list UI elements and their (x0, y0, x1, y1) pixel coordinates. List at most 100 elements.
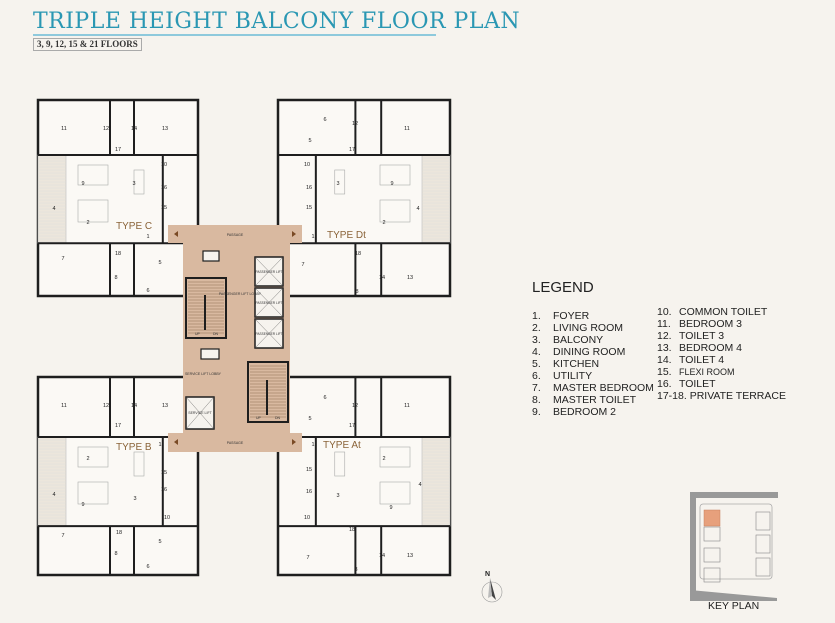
room-number: 15 (161, 205, 167, 211)
legend-label: UTILITY (553, 370, 593, 382)
room-number: 10 (304, 515, 310, 521)
north-label: N (485, 571, 490, 578)
legend-number: 14. (657, 354, 672, 366)
room-number: 15 (306, 467, 312, 473)
sofa-furniture (379, 481, 411, 505)
service-lift-label: SERVICE LIFT (188, 411, 212, 415)
room-number: 12 (352, 121, 358, 127)
key-plan-label: KEY PLAN (708, 600, 760, 612)
keyplan-road-south (690, 590, 777, 601)
room-number: 15 (161, 470, 167, 476)
legend-item: 15. FLEXI ROOM (657, 366, 782, 378)
room-number: 3 (336, 181, 339, 187)
north-arrow-shadow (488, 578, 492, 598)
room-number: 16 (161, 185, 167, 191)
room-number: 9 (389, 505, 392, 511)
room-number: 2 (382, 220, 385, 226)
room-number: 17 (349, 147, 355, 153)
legend-item: 13.BEDROOM 4 (657, 342, 782, 354)
balcony-strip (421, 436, 451, 527)
bed-furniture (77, 446, 109, 468)
room-number: 4 (52, 492, 55, 498)
bed-furniture (379, 446, 411, 468)
room-number: 6 (323, 395, 326, 401)
unit-type-label: TYPE At (323, 440, 361, 451)
legend-title: LEGEND (532, 279, 594, 296)
room-number: 9 (81, 181, 84, 187)
room-number: 1 (311, 442, 314, 448)
room-number: 16 (161, 487, 167, 493)
legend-number: 1. (532, 310, 541, 322)
legend-label: MASTER TOILET (553, 394, 637, 406)
legend-item: 5.KITCHEN (532, 358, 657, 370)
room-number: 12 (352, 403, 358, 409)
legend-number: 7. (532, 382, 541, 394)
legend-item: 4. DINING ROOM (532, 346, 657, 358)
room-number: 14 (131, 126, 137, 132)
room-number: 15 (306, 205, 312, 211)
stair-up-label: UP (195, 332, 201, 336)
balcony-strip (421, 154, 451, 244)
unit-type-label: TYPE Dt (327, 230, 366, 241)
room-number: 8 (114, 275, 117, 281)
room-number: 18 (116, 530, 122, 536)
legend-number: 9. (532, 406, 541, 418)
sofa-furniture (379, 199, 411, 223)
dining-table (133, 451, 145, 477)
legend-item: 1.FOYER (532, 310, 657, 322)
room-number: 7 (306, 555, 309, 561)
passage-label: PASSAGE (227, 233, 244, 237)
passage-top (168, 225, 302, 243)
room-number: 7 (301, 262, 304, 268)
room-number: 6 (323, 117, 326, 123)
legend-label: BALCONY (553, 334, 604, 346)
legend-label: FLEXI ROOM (679, 367, 735, 377)
north-arrow: N (481, 571, 503, 603)
room-number: 5 (158, 260, 161, 266)
title-underline (33, 34, 436, 36)
keyplan-tower (755, 534, 771, 554)
room-number: 7 (61, 533, 64, 539)
legend-number: 2. (532, 322, 541, 334)
arrow-left-icon (174, 231, 178, 237)
legend-number: 3. (532, 334, 541, 346)
passenger-lift-label: PASSENGER LIFT (255, 301, 282, 305)
room-number: 10 (304, 162, 310, 168)
room-number: 18 (115, 251, 121, 257)
room-number: 5 (308, 416, 311, 422)
room-number: 17 (115, 423, 121, 429)
legend-number: 4. (532, 346, 541, 358)
sofa-furniture (77, 481, 109, 505)
room-number: 12 (103, 126, 109, 132)
room-number: 8 (354, 567, 357, 573)
building-core: PASSAGE PASSAGE UP DN UP DN PASSENGER LI… (168, 225, 302, 452)
room-number: 14 (379, 553, 385, 559)
floors-badge: 3, 9, 12, 15 & 21 FLOORS (33, 38, 142, 51)
room-number: 2 (382, 456, 385, 462)
legend-number: 15. (657, 366, 672, 378)
legend-number: 5. (532, 358, 541, 370)
legend-label: BEDROOM 3 (679, 318, 743, 330)
legend-label: DINING ROOM (553, 346, 626, 358)
room-number: 16 (306, 489, 312, 495)
legend-item: 8.MASTER TOILET (532, 394, 657, 406)
room-number: 17 (349, 423, 355, 429)
room-number: 5 (158, 539, 161, 545)
room-number: 1 (158, 442, 161, 448)
shaft (200, 348, 220, 360)
keyplan-road-north (690, 492, 778, 498)
room-number: 18 (349, 527, 355, 533)
dining-table (133, 169, 145, 195)
dining-table (334, 451, 346, 477)
room-number: 1 (311, 234, 314, 240)
legend-label: LIVING ROOM (553, 322, 624, 334)
room-number: 10 (164, 515, 170, 521)
keyplan-tower (703, 547, 721, 563)
